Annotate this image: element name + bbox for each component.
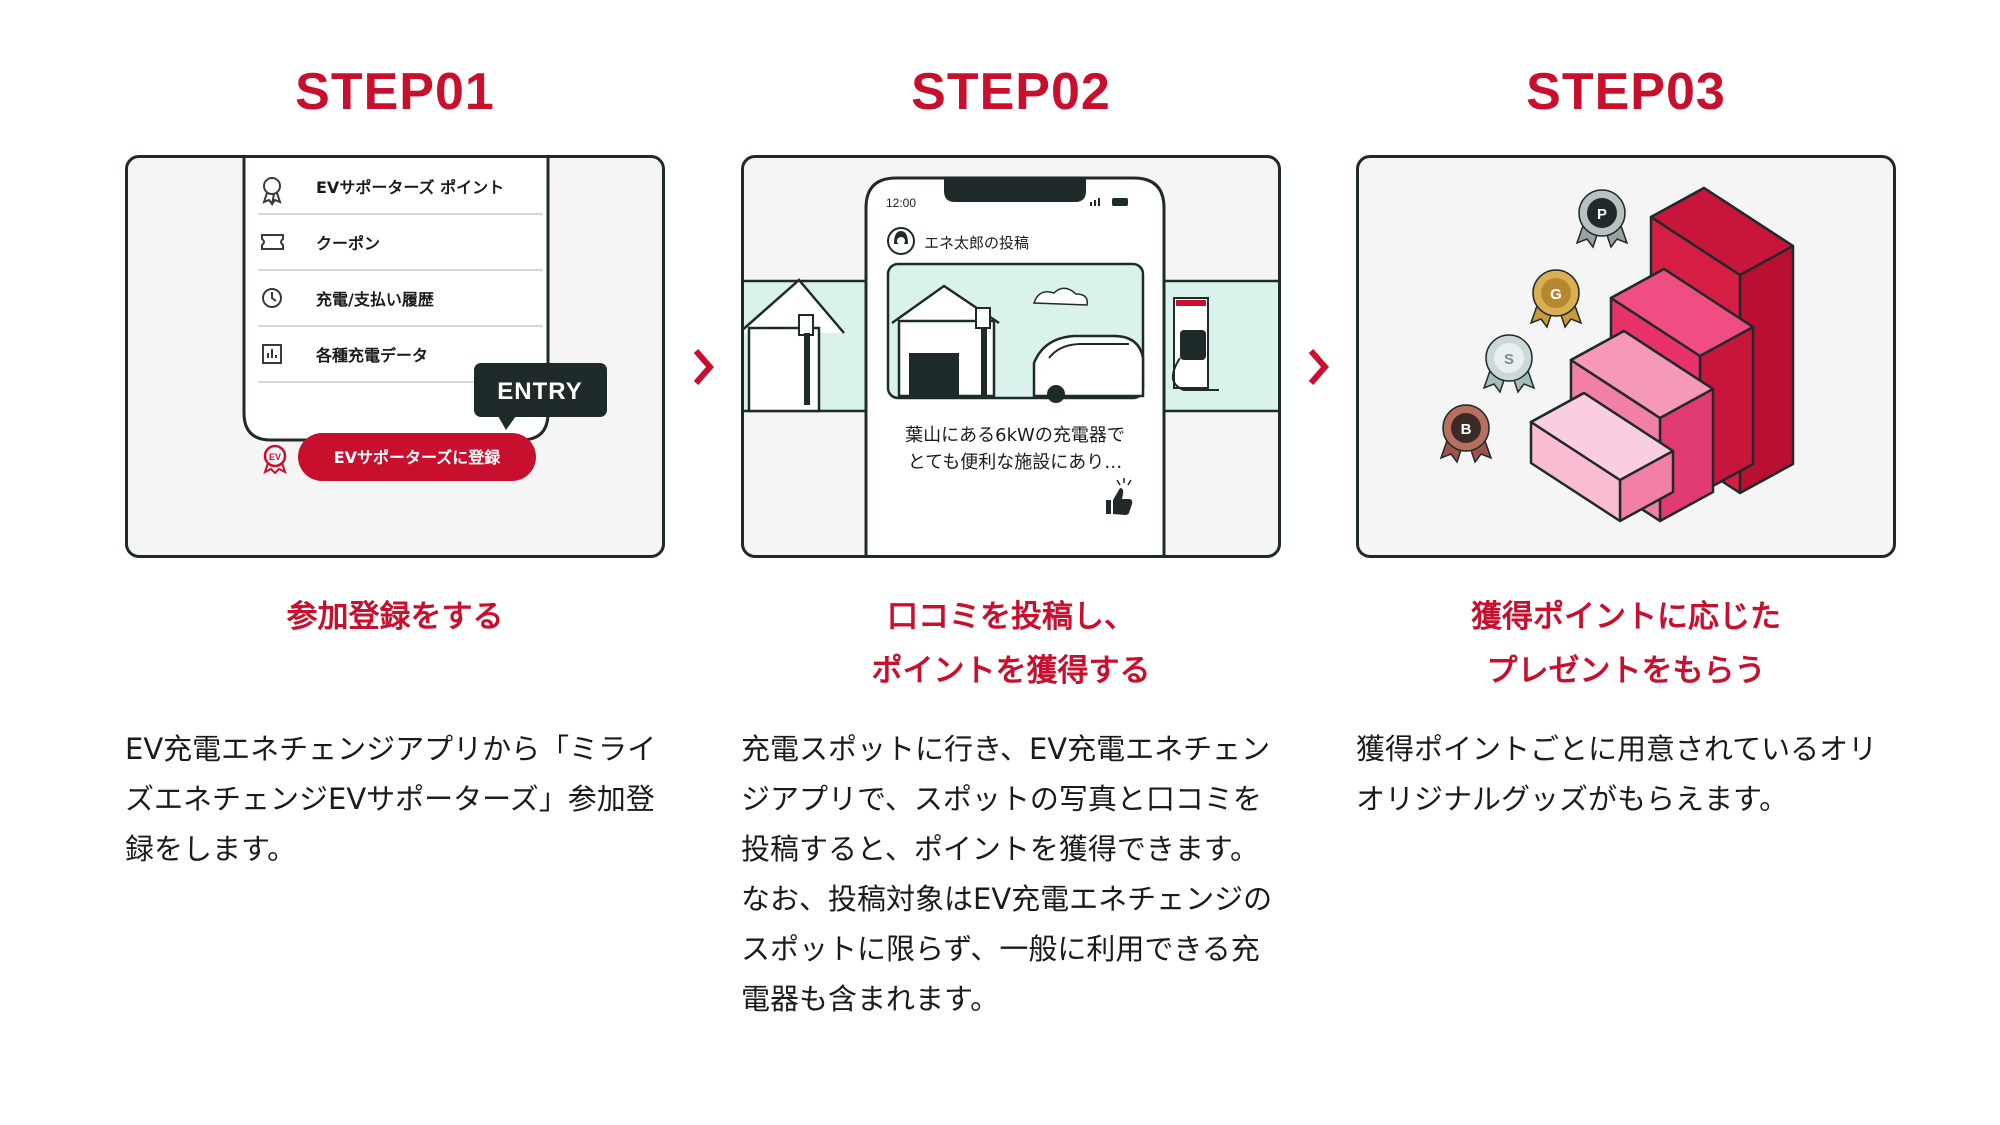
platinum-medal-icon: P [1575,189,1629,249]
step-description: 獲得ポイントごとに用意されているオリオリジナルグッズがもらえます。 [1356,732,1878,816]
gold-medal-icon: G [1529,269,1583,329]
step-title: STEP01 [295,63,495,121]
svg-text:ENTRY: ENTRY [497,378,582,405]
status-icons [1090,198,1128,206]
step-description: 充電スポットに行き、EV充電エネチェンジアプリで、スポットの写真と口コミを投稿す… [741,732,1273,1016]
ticket-icon [261,234,284,250]
status-time: 12:00 [886,196,916,210]
svg-text:EV: EV [269,452,281,462]
step-description: EV充電エネチェンジアプリから「ミライズエネチェンジEVサポーターズ」参加登録を… [125,732,657,866]
award-icon [262,177,282,207]
svg-text:B: B [1461,421,1472,438]
thumbs-up-icon[interactable] [1106,478,1133,515]
step-illustration: 12:00 エネ太郎の投稿 [741,155,1281,558]
step-illustration: EVサポーターズ ポイント クーポン 充電/支払い履歴 各種充電データ ENTR… [125,155,665,558]
avatar [887,227,915,255]
svg-text:EVサポーターズに登録: EVサポーターズに登録 [334,448,502,467]
chevron-right-icon [1308,349,1329,385]
step-subtitle: 口コミを投稿し、 ポイントを獲得する [871,599,1151,689]
menu-item-label: 充電/支払い履歴 [316,290,434,309]
register-button[interactable]: EVサポーターズに登録 [298,433,536,481]
step-illustration: B S G P [1356,155,1896,558]
svg-text:G: G [1550,286,1562,303]
svg-text:P: P [1597,206,1607,223]
svg-text:S: S [1504,351,1514,368]
menu-item-label: 各種充電データ [315,346,428,365]
review-text-line: とても便利な施設にあり… [908,452,1123,473]
step-title: STEP03 [1526,63,1726,121]
bronze-medal-icon: B [1439,404,1493,464]
review-text-line: 葉山にある6kWの充電器で [905,425,1125,446]
step-subtitle: 獲得ポイントに応じた プレゼントをもらう [1471,599,1781,689]
step-subtitle: 参加登録をする [286,599,504,635]
step-title: STEP02 [911,63,1111,121]
chevron-right-icon [693,349,714,385]
menu-item-label: クーポン [316,234,380,253]
silver-medal-icon: S [1482,334,1536,394]
poster-name: エネ太郎の投稿 [924,234,1029,252]
entry-balloon: ENTRY [474,363,607,430]
menu-item-label: EVサポーターズ ポイント [316,178,504,197]
supporter-badge-icon: EV [263,444,287,475]
bar-chart-icon [262,344,282,364]
clock-icon [262,288,282,308]
